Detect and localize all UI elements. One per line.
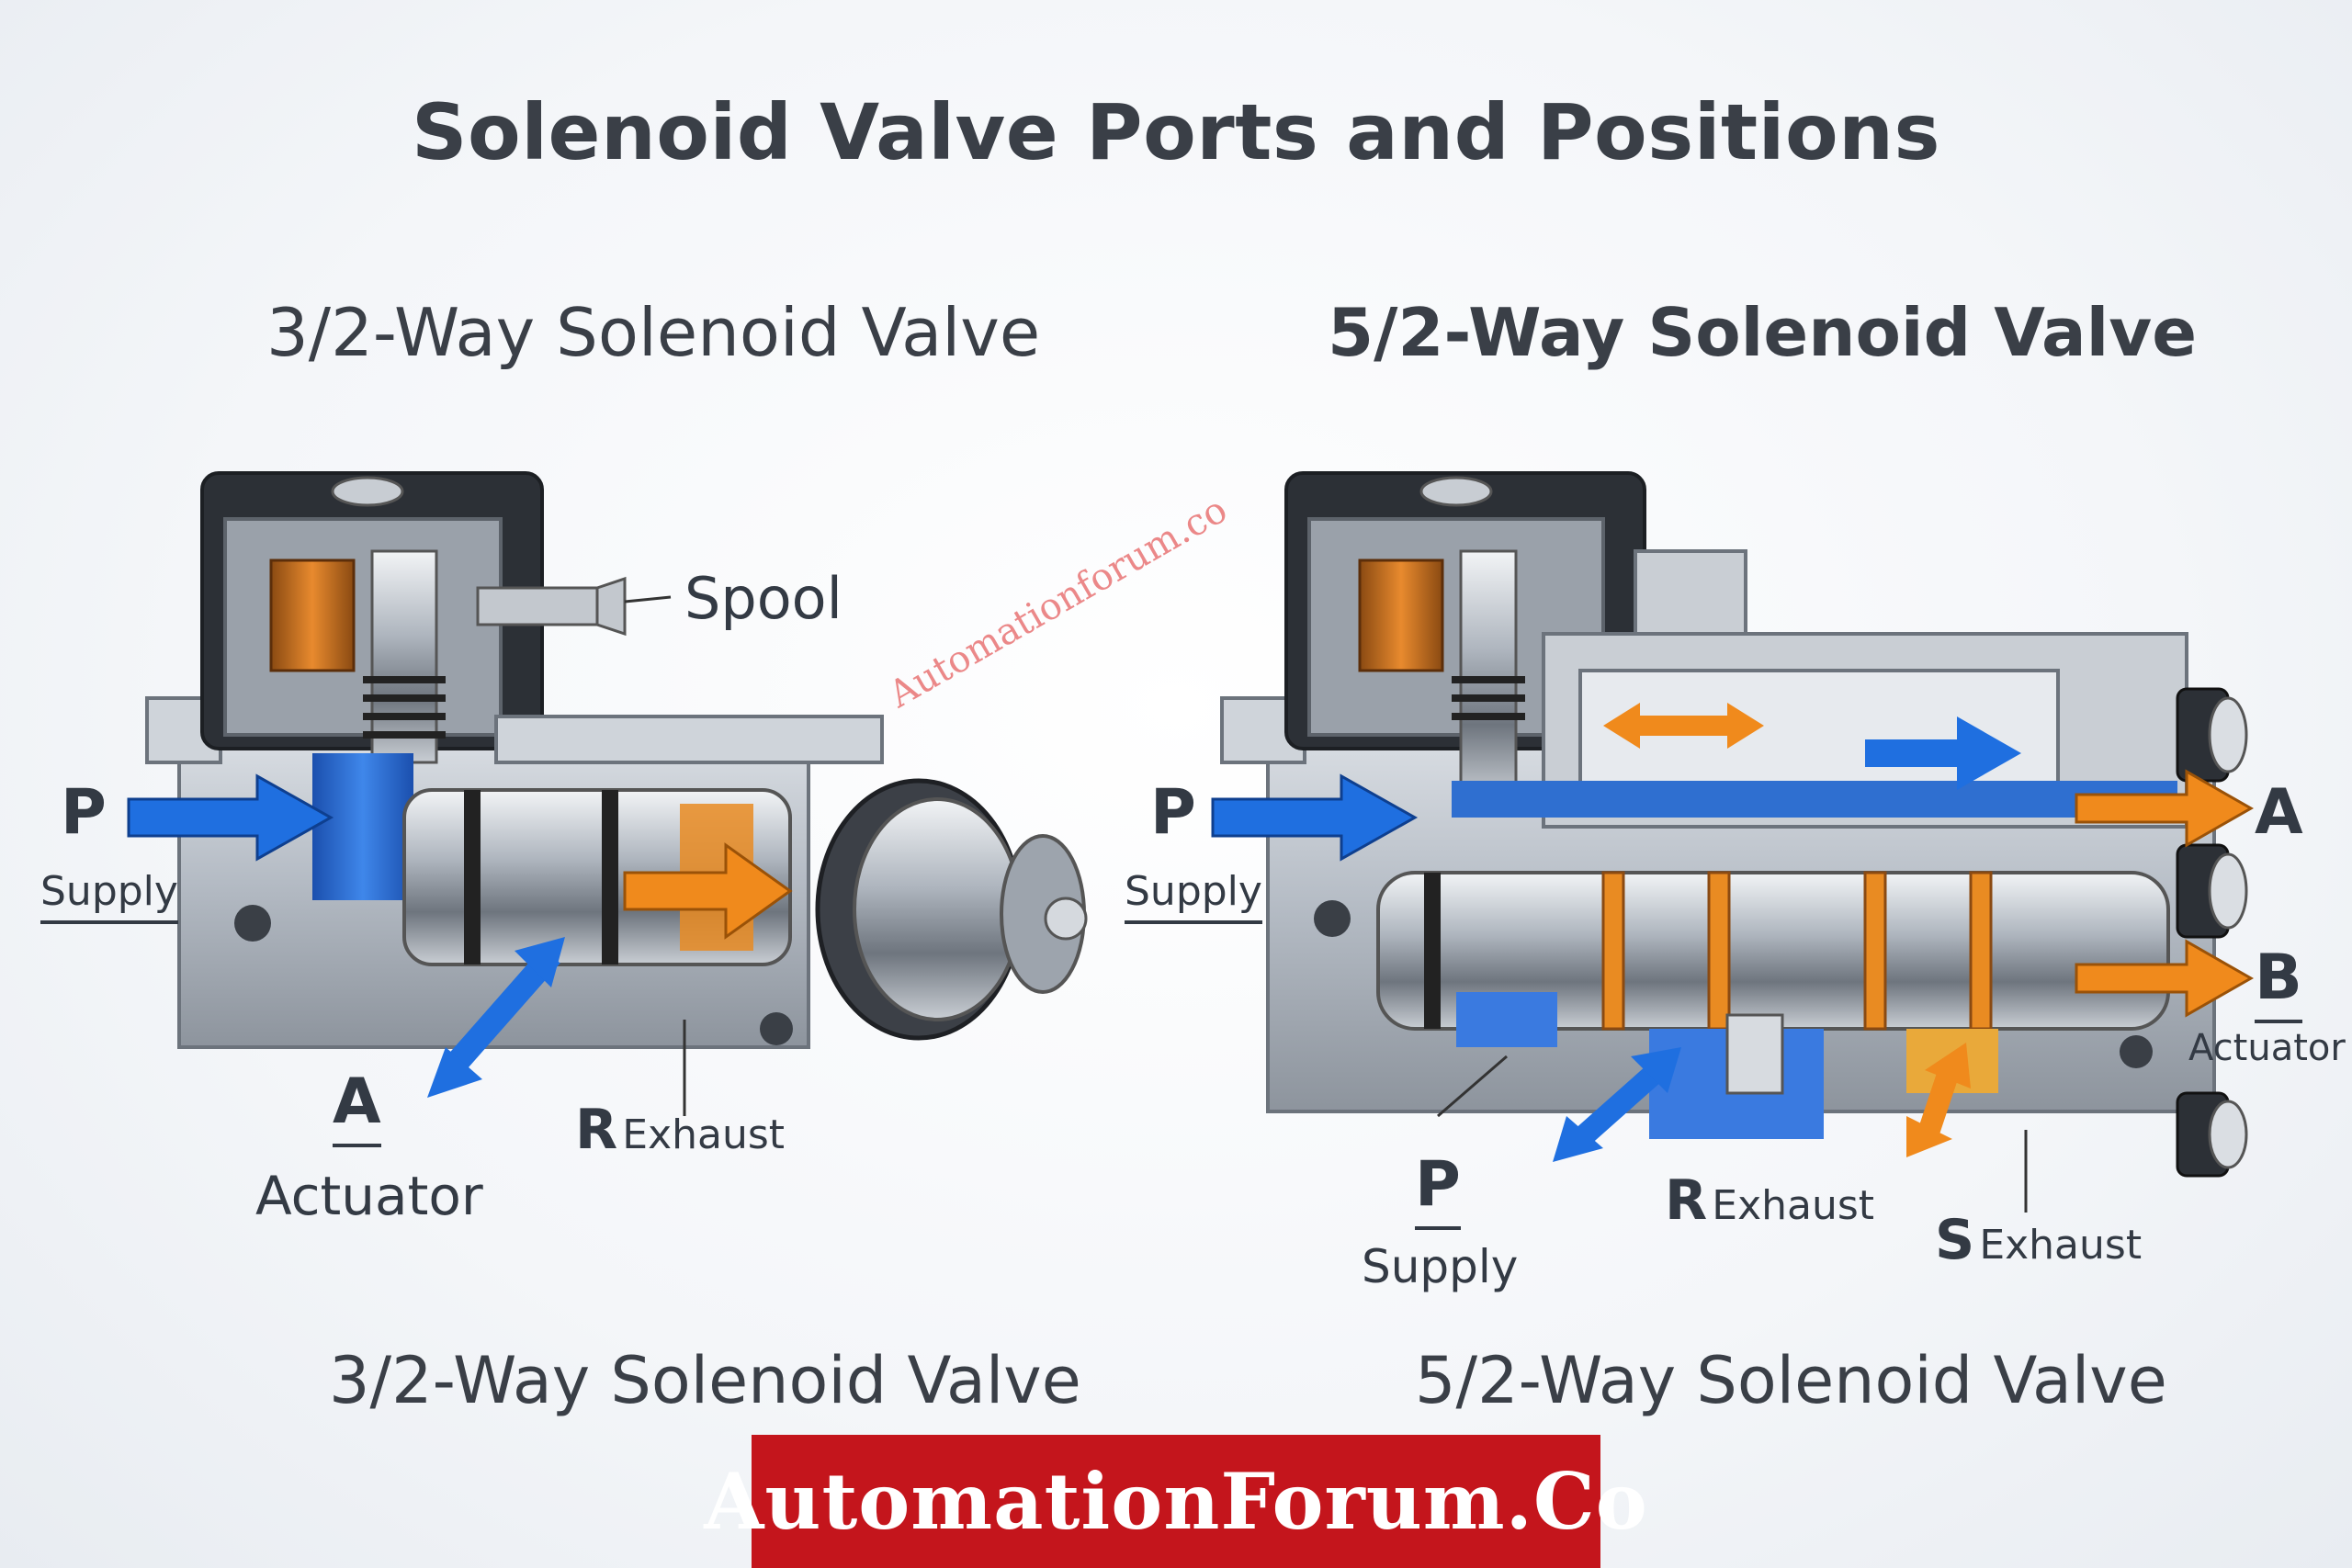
page-title: Solenoid Valve Ports and Positions xyxy=(412,87,1940,177)
pilot-blue-arrow xyxy=(1865,716,2021,790)
right-valve-heading: 5/2-Way Solenoid Valve xyxy=(1328,294,2198,371)
brand-banner-text: AutomationForum.Co xyxy=(704,1456,1648,1547)
left-port-a-letter: A xyxy=(333,1066,381,1147)
left-port-p-letter: P xyxy=(61,776,107,849)
right-port-p-text: Supply xyxy=(1125,868,1262,924)
right-supply-arrow xyxy=(1211,773,1419,862)
right-port-a-letter: A xyxy=(2255,776,2303,849)
spool-leader-line xyxy=(624,595,672,604)
right-port-p2-letter: P xyxy=(1415,1148,1461,1230)
right-port-p-letter: P xyxy=(1150,776,1196,849)
right-port-b-text: Actuator xyxy=(2188,1027,2346,1069)
right-port-r-text: Exhaust xyxy=(1712,1182,1875,1229)
left-valve-caption: 3/2-Way Solenoid Valve xyxy=(329,1343,1081,1418)
left-port-a-text: Actuator xyxy=(255,1165,483,1227)
port-b-arrow xyxy=(2075,939,2255,1018)
supply-leader-line xyxy=(1437,1055,1508,1118)
right-port-r-letter: R xyxy=(1665,1168,1708,1233)
right-port-s: S Exhaust xyxy=(1935,1208,2142,1272)
left-actuator-arrow xyxy=(427,937,565,1098)
left-port-r-text: Exhaust xyxy=(622,1111,786,1158)
right-port-p2-text: Supply xyxy=(1362,1240,1519,1293)
spool-label: Spool xyxy=(684,565,842,632)
left-port-p-text: Supply xyxy=(40,868,178,924)
left-supply-arrow xyxy=(127,773,334,862)
left-valve-body xyxy=(145,471,1088,1049)
exhaust-r-arrow xyxy=(1553,1047,1681,1162)
right-port-s-letter: S xyxy=(1935,1208,1975,1272)
left-flow-arrow xyxy=(623,842,793,940)
right-port-s-text: Exhaust xyxy=(1979,1222,2143,1269)
right-valve-body xyxy=(1220,471,2248,1178)
port-a-arrow xyxy=(2075,769,2255,848)
right-port-r: R Exhaust xyxy=(1665,1168,1874,1233)
exhaust-s-arrow xyxy=(1906,1043,1971,1157)
right-port-b-letter: B xyxy=(2255,942,2302,1023)
left-port-r-letter: R xyxy=(575,1098,618,1162)
left-valve-heading: 3/2-Way Solenoid Valve xyxy=(266,294,1041,371)
pilot-double-arrow xyxy=(1603,703,1764,749)
left-port-r: R Exhaust xyxy=(575,1098,785,1162)
right-valve-caption: 5/2-Way Solenoid Valve xyxy=(1415,1343,2167,1418)
brand-banner: AutomationForum.Co xyxy=(704,1435,1647,1568)
